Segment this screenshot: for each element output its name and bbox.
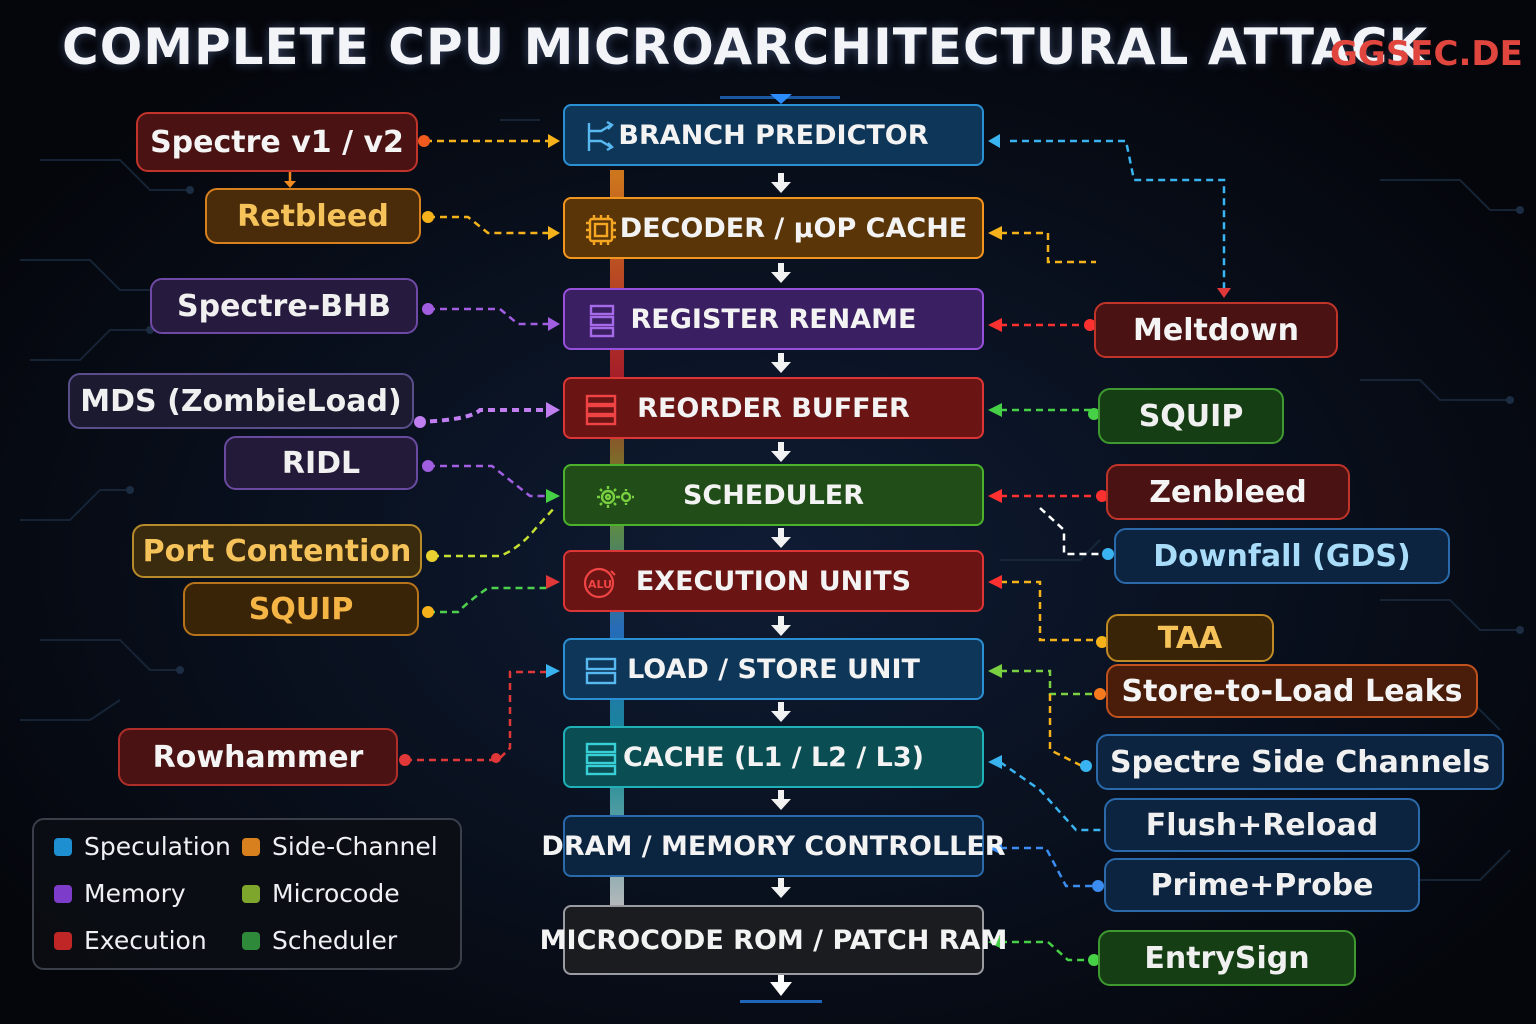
svg-text:ALU: ALU [588, 578, 612, 591]
buffer-icon [585, 394, 617, 426]
attack-retbleed: Retbleed [205, 188, 421, 244]
legend-swatch [54, 884, 72, 903]
register-stack-icon [589, 304, 615, 338]
stage-branch-predictor: BRANCH PREDICTOR [563, 104, 984, 166]
attack-ridl: RIDL [224, 436, 418, 490]
legend-label: Speculation [84, 832, 231, 861]
legend-item-scheduler: Scheduler [242, 926, 397, 955]
legend-item-memory: Memory [54, 879, 186, 908]
legend-swatch [54, 931, 72, 950]
attack-flush-reload: Flush+Reload [1104, 798, 1420, 852]
attack-taa: TAA [1106, 614, 1274, 662]
legend-label: Memory [84, 879, 186, 908]
stage-decoder-uop-cache: DECODER / µOP CACHE [563, 197, 984, 259]
stage-microcode-rom: MICROCODE ROM / PATCH RAM [540, 905, 1007, 975]
stage-dram-memory-controller: DRAM / MEMORY CONTROLLER [541, 815, 1006, 877]
attack-spectre-bhb: Spectre-BHB [150, 278, 418, 334]
legend-label: Execution [84, 926, 207, 955]
brand-logo-text: GGSEC.DE [1330, 34, 1523, 74]
stage-label: REGISTER RENAME [630, 303, 917, 335]
legend: Speculation Side-Channel Memory Microcod… [32, 818, 462, 970]
stage-label: BRANCH PREDICTOR [618, 119, 929, 151]
legend-label: Side-Channel [272, 832, 438, 861]
stage-register-rename: REGISTER RENAME [563, 288, 984, 350]
stage-reorder-buffer: REORDER BUFFER [563, 377, 984, 439]
branch-icon [587, 120, 614, 152]
chip-icon [586, 215, 616, 245]
attack-entrysign: EntrySign [1098, 930, 1356, 986]
legend-swatch [242, 931, 260, 950]
stage-label: DRAM / MEMORY CONTROLLER [541, 830, 1006, 862]
attack-port-contention: Port Contention [132, 524, 422, 578]
stage-label: DECODER / µOP CACHE [619, 212, 968, 244]
stage-label: REORDER BUFFER [637, 392, 910, 424]
stage-execution-units: ALU EXECUTION UNITS [563, 550, 984, 612]
attack-squip-right: SQUIP [1098, 388, 1284, 444]
attack-zenbleed: Zenbleed [1106, 464, 1350, 520]
alu-icon: ALU [583, 567, 616, 599]
stage-label: MICROCODE ROM / PATCH RAM [539, 924, 1008, 956]
attack-spectre-side-channels: Spectre Side Channels [1096, 734, 1504, 790]
attack-mds-zombieload: MDS (ZombieLoad) [68, 373, 414, 429]
legend-swatch [242, 884, 260, 903]
attack-spectre-v1-v2: Spectre v1 / v2 [136, 112, 418, 172]
attack-store-to-load-leaks: Store-to-Load Leaks [1106, 664, 1478, 718]
stage-label: EXECUTION UNITS [635, 565, 912, 597]
stage-scheduler: SCHEDULER [563, 464, 984, 526]
stage-load-store-unit: LOAD / STORE UNIT [563, 638, 984, 700]
stage-label: SCHEDULER [682, 479, 865, 511]
stage-label: CACHE (L1 / L2 / L3) [623, 741, 924, 773]
page-title: COMPLETE CPU MICROARCHITECTURAL ATTACK [62, 18, 1429, 76]
cache-stack-icon [585, 742, 617, 776]
legend-swatch [242, 837, 260, 856]
attack-squip-left: SQUIP [183, 582, 419, 636]
load-store-icon [585, 657, 617, 685]
legend-item-microcode: Microcode [242, 879, 400, 908]
attack-prime-probe: Prime+Probe [1104, 858, 1420, 912]
legend-item-speculation: Speculation [54, 832, 231, 861]
stage-cache: CACHE (L1 / L2 / L3) [563, 726, 984, 788]
legend-swatch [54, 837, 72, 856]
legend-item-side-channel: Side-Channel [242, 832, 438, 861]
stage-label: LOAD / STORE UNIT [627, 653, 920, 685]
gears-icon [597, 486, 634, 508]
legend-label: Scheduler [272, 926, 398, 955]
legend-label: Microcode [272, 879, 400, 908]
legend-item-execution: Execution [54, 926, 207, 955]
attack-meltdown: Meltdown [1094, 302, 1338, 358]
attack-downfall-gds: Downfall (GDS) [1114, 528, 1450, 584]
attack-rowhammer: Rowhammer [118, 728, 398, 786]
